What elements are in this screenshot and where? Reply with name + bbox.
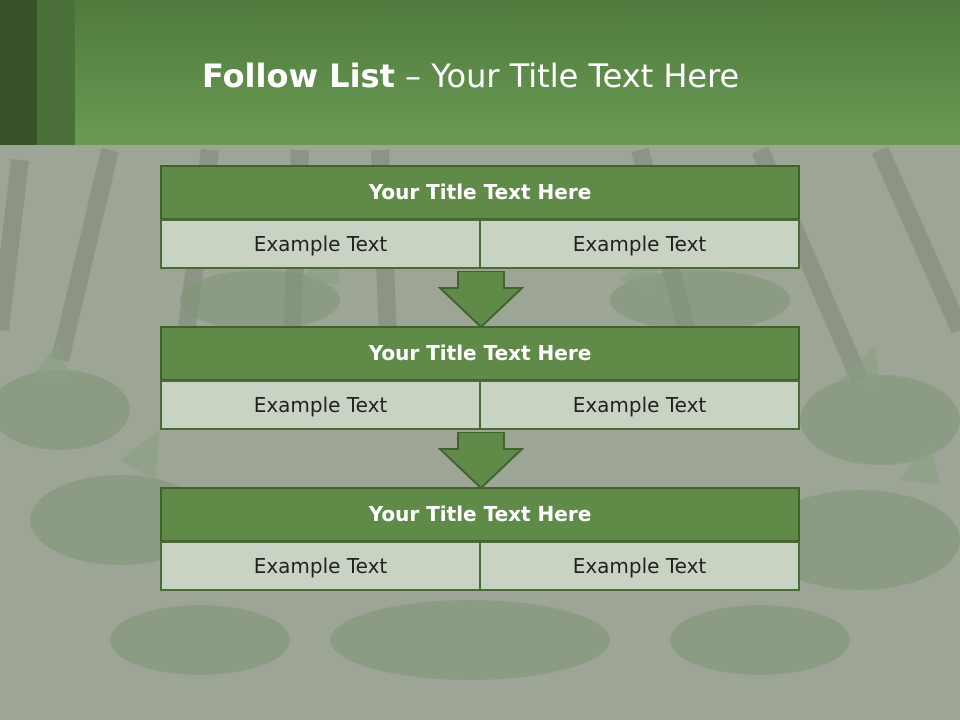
block-cell-right: Example Text	[479, 219, 800, 269]
block-cell-left: Example Text	[160, 541, 481, 591]
block-cell-right: Example Text	[479, 541, 800, 591]
block-title: Your Title Text Here	[160, 487, 800, 542]
follow-block-1: Your Title Text Here Example Text Exampl…	[160, 165, 800, 269]
header-accent-stripe-2	[37, 0, 75, 145]
slide-title-rest: – Your Title Text Here	[394, 57, 740, 95]
down-arrow-icon	[438, 432, 524, 490]
block-cell-right: Example Text	[479, 380, 800, 430]
follow-block-2: Your Title Text Here Example Text Exampl…	[160, 326, 800, 430]
follow-block-3: Your Title Text Here Example Text Exampl…	[160, 487, 800, 591]
slide-title-bold: Follow List	[202, 57, 395, 95]
block-row: Example Text Example Text	[160, 380, 800, 430]
block-title: Your Title Text Here	[160, 165, 800, 220]
block-row: Example Text Example Text	[160, 541, 800, 591]
block-row: Example Text Example Text	[160, 219, 800, 269]
header-accent-stripe	[0, 0, 37, 145]
header-band: Follow List – Your Title Text Here	[0, 0, 960, 145]
block-cell-left: Example Text	[160, 380, 481, 430]
block-cell-left: Example Text	[160, 219, 481, 269]
block-title: Your Title Text Here	[160, 326, 800, 381]
down-arrow-icon	[438, 271, 524, 329]
slide-title: Follow List – Your Title Text Here	[202, 56, 739, 96]
